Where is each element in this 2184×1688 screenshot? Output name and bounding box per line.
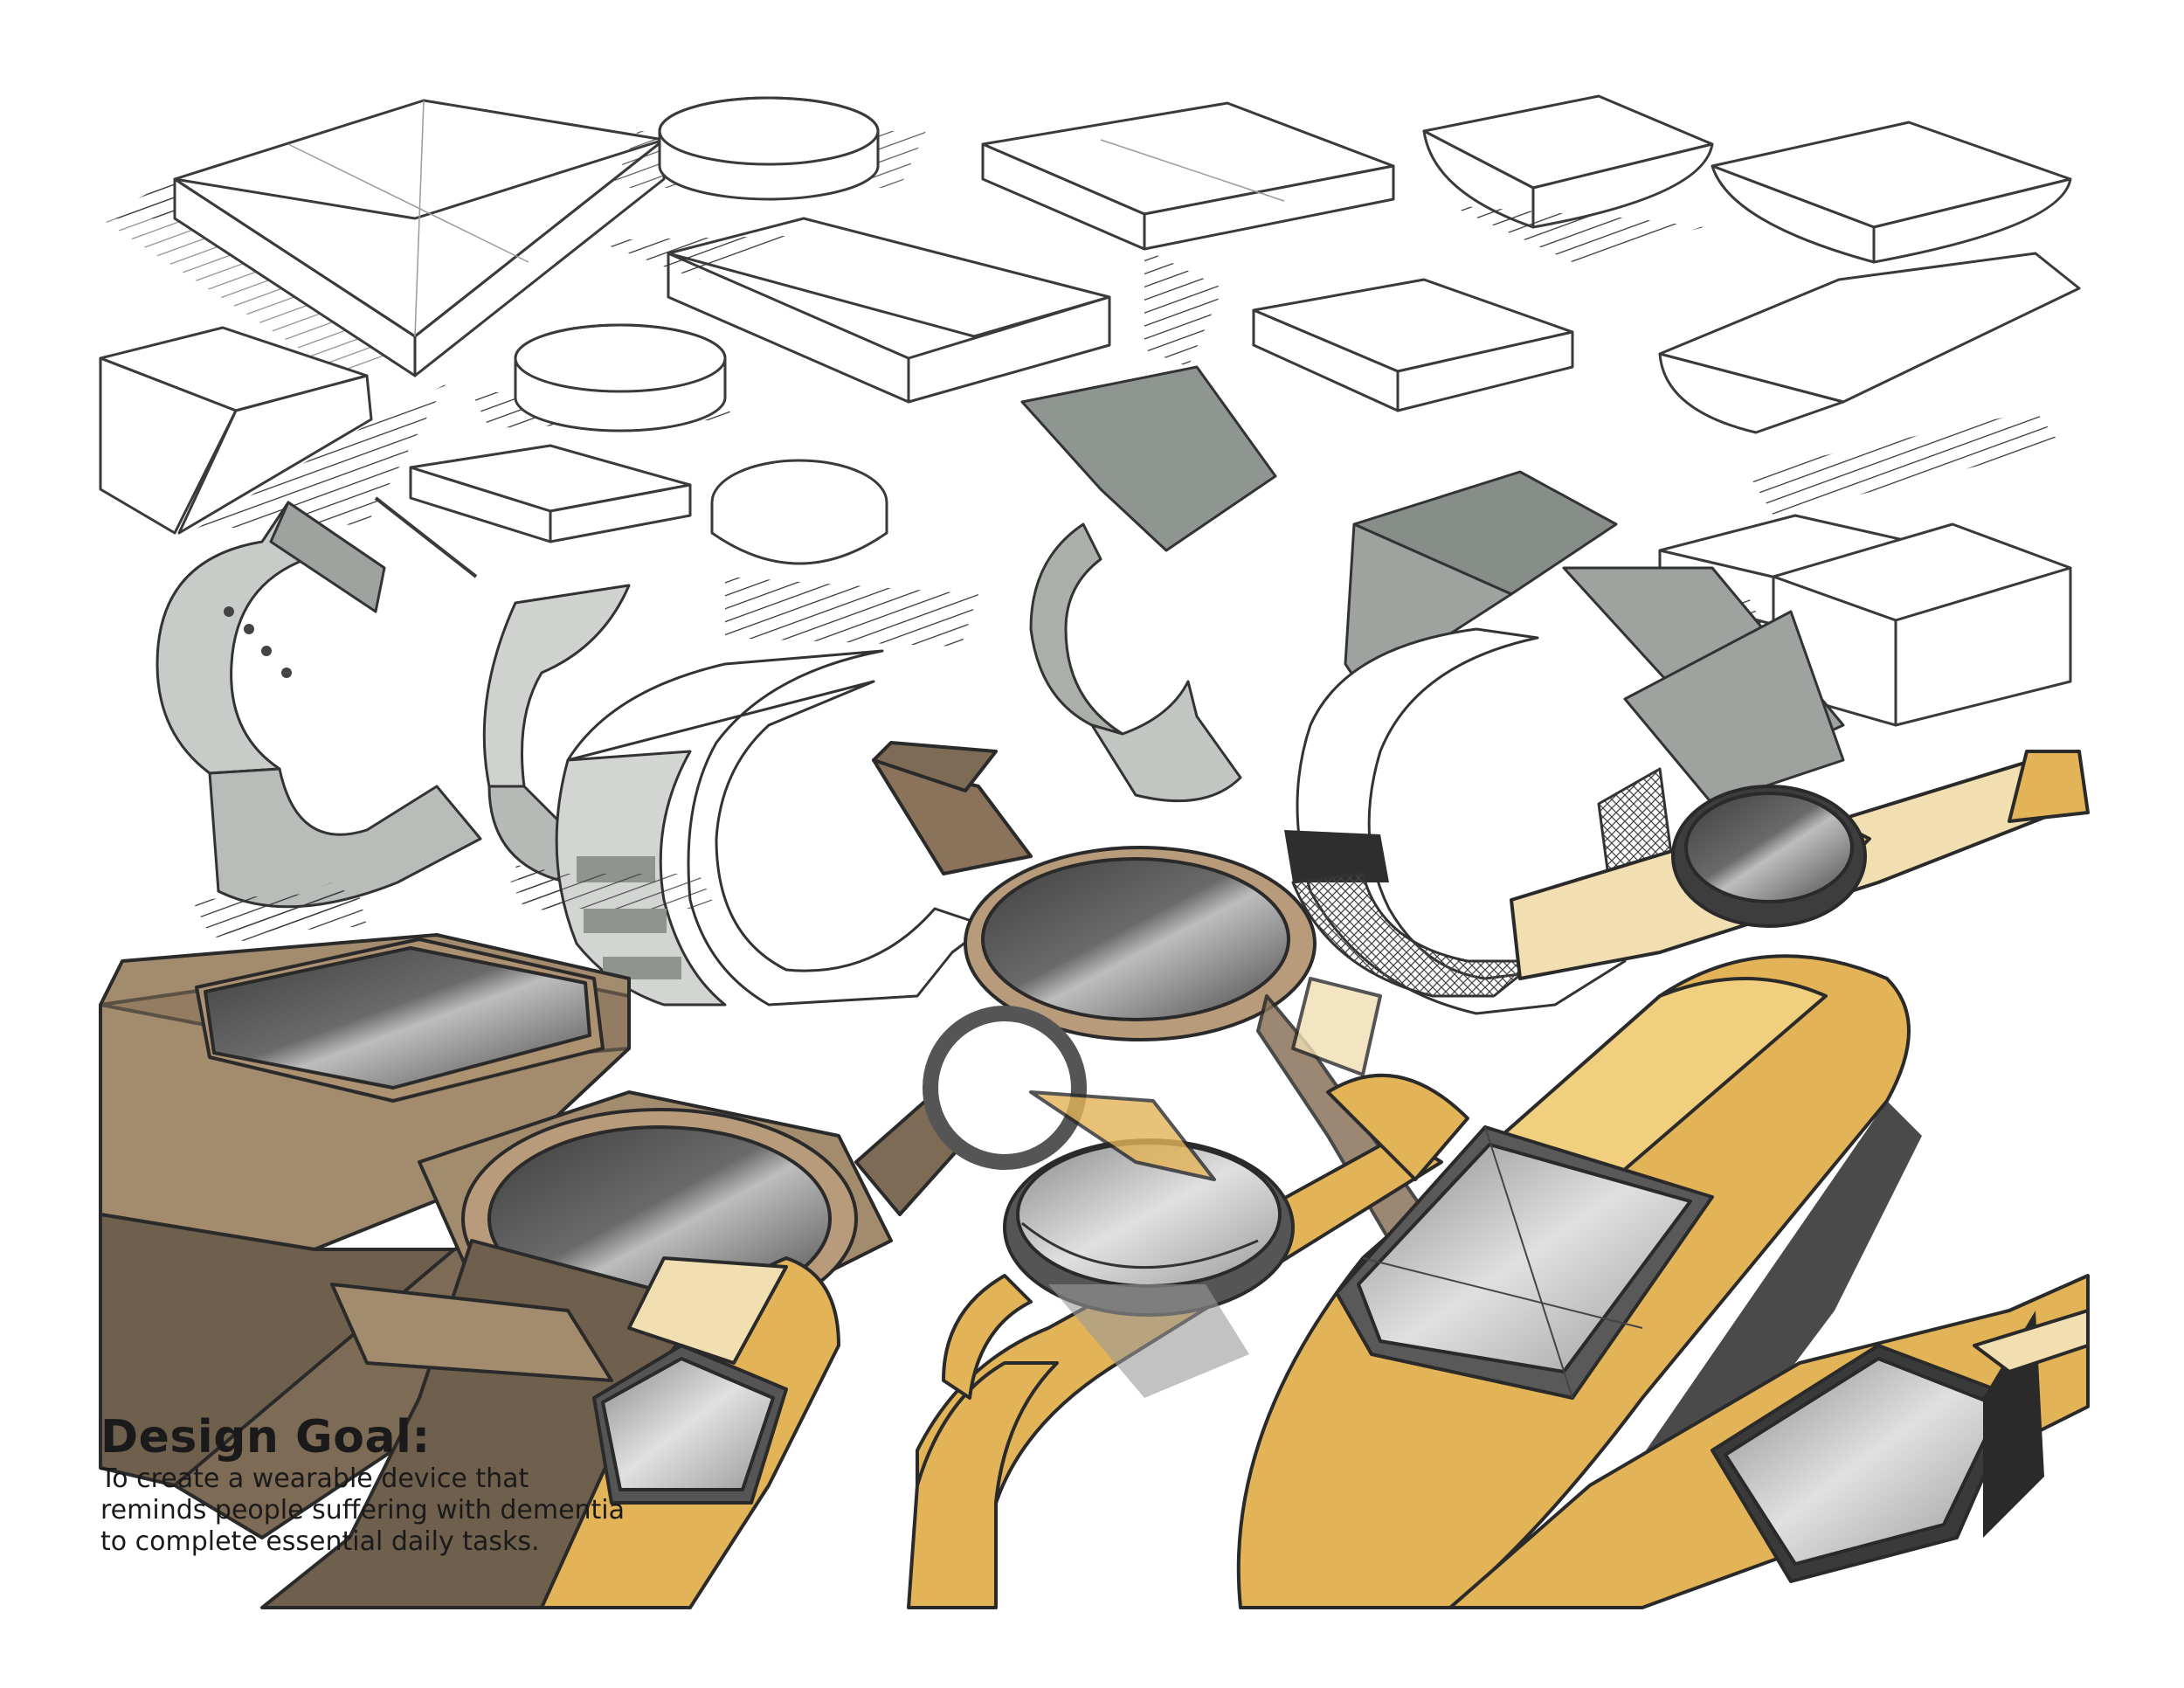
design-goal-title: Design Goal: — [100, 1411, 431, 1463]
design-goal-caption: Design Goal: To create a wearable device… — [100, 1411, 817, 1558]
block-concepts-second — [99, 217, 2081, 535]
gold-strap-round-watch-top — [1510, 750, 2090, 980]
gold-band-lower-left — [540, 1256, 840, 1609]
ring-watch-sketch — [923, 1006, 1087, 1170]
design-goal-line: To create a wearable device that — [100, 1463, 529, 1494]
white-cuff-concept — [201, 649, 989, 1007]
design-goal-line: to complete essential daily tasks. — [100, 1526, 540, 1557]
gold-strap-square-watch-bottom — [1448, 1274, 2090, 1609]
block-concepts-top — [100, 94, 2072, 377]
design-goal-line: reminds people suffering with dementia — [100, 1495, 625, 1525]
gold-band-center-bottom — [907, 1090, 1216, 1609]
design-goal-text: To create a wearable device that reminds… — [100, 1463, 817, 1558]
crosshatch-cuff-concept — [1284, 610, 1845, 1015]
